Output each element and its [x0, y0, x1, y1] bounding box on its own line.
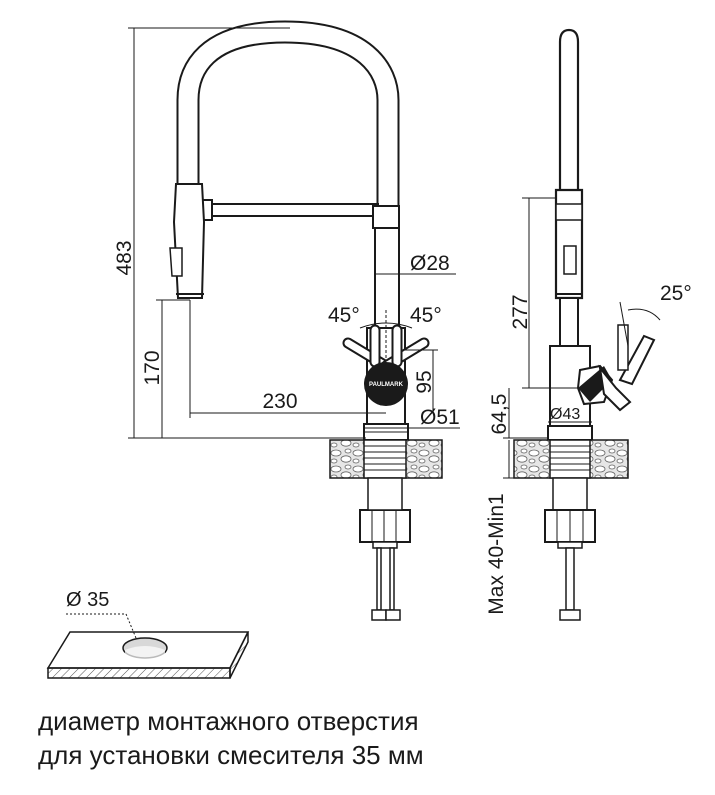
svg-text:64,5: 64,5 — [488, 394, 511, 435]
holder-arm — [199, 203, 379, 217]
dimension-counter-thickness: Max 40-Min1 — [485, 440, 514, 615]
svg-text:25°: 25° — [660, 282, 692, 305]
dimension-64-5: 64,5 — [488, 388, 548, 439]
dimension-230: 230 — [189, 300, 386, 418]
brand-label: PAULMARK — [369, 382, 404, 388]
dimension-277: 277 — [509, 197, 578, 389]
dimension-25deg: 25° — [619, 282, 692, 347]
caption-line-1: диаметр монтажного отверстия — [38, 706, 419, 736]
handles — [342, 324, 430, 372]
svg-text:45°: 45° — [328, 304, 360, 327]
svg-text:45°: 45° — [410, 304, 442, 327]
mounting-hole-detail: Ø 35 — [46, 589, 250, 679]
dimension-d51: Ø51 — [364, 406, 460, 429]
side-spout — [558, 28, 580, 190]
svg-text:95: 95 — [413, 370, 436, 393]
dimension-d28: Ø28 — [375, 252, 456, 275]
dimension-483: 483 — [113, 27, 366, 439]
side-view: 277 25° 64,5 Ø43 Max 40-Min1 — [485, 28, 692, 621]
svg-text:Ø51: Ø51 — [420, 406, 460, 429]
dimension-angles: 45° 45° — [328, 304, 442, 360]
dimension-95: 95 — [405, 349, 438, 412]
svg-text:Ø43: Ø43 — [550, 406, 580, 423]
svg-text:277: 277 — [509, 294, 532, 329]
main-tube — [374, 227, 400, 329]
svg-text:170: 170 — [141, 350, 164, 385]
spray-head — [172, 183, 206, 299]
svg-text:230: 230 — [262, 390, 297, 413]
caption-line-2: для установки смесителя 35 мм — [38, 740, 424, 770]
hoses-front — [371, 547, 401, 621]
dimension-170: 170 — [141, 299, 190, 438]
side-lever — [618, 334, 656, 386]
dimension-d43: Ø43 — [548, 406, 592, 423]
mounting-nut-front — [359, 509, 411, 543]
svg-text:Max 40-Min1: Max 40-Min1 — [485, 493, 508, 614]
handle-hub — [364, 362, 408, 406]
svg-text:Ø 35: Ø 35 — [66, 589, 109, 611]
front-view: PAULMARK 483 — [113, 20, 460, 621]
svg-text:Ø28: Ø28 — [410, 252, 450, 275]
svg-text:483: 483 — [113, 240, 136, 275]
